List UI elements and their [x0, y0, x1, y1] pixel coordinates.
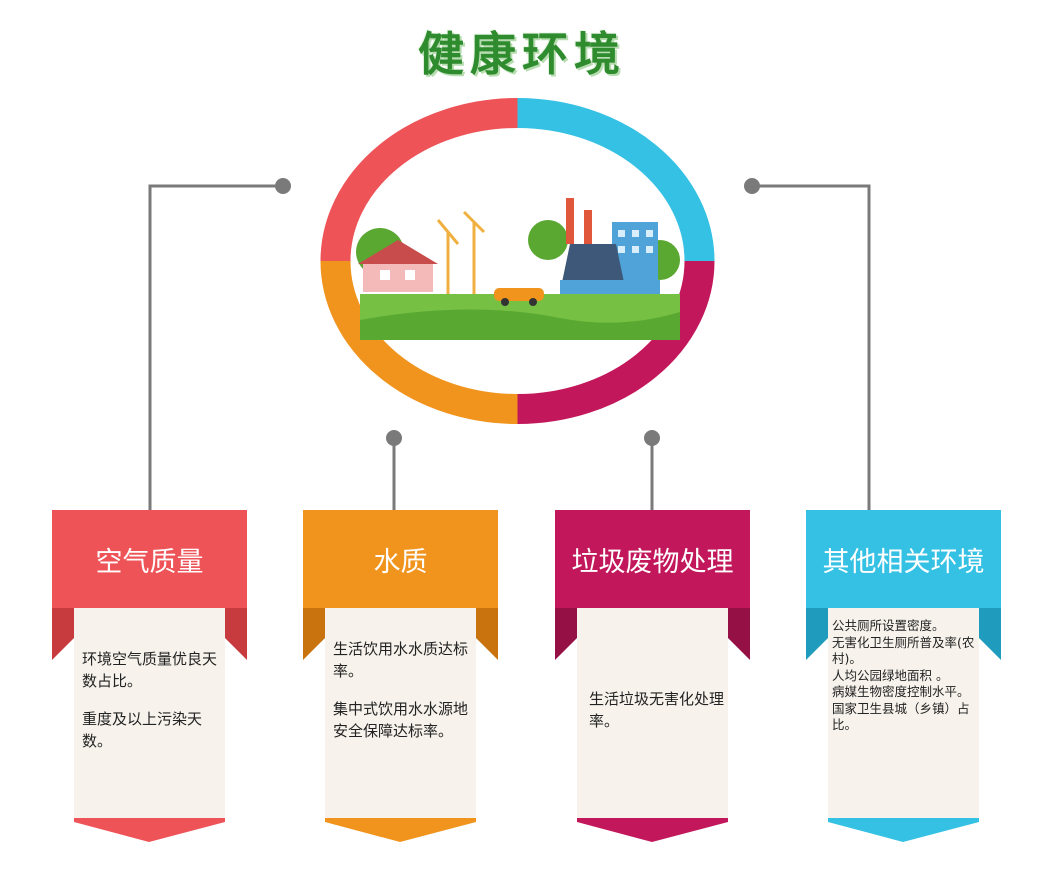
connector-dots	[275, 178, 760, 446]
card-line: 人均公园绿地面积 。	[832, 667, 949, 683]
ring-crimson	[517, 260, 715, 424]
card-line: 环境空气质量优良天数占比。	[82, 650, 218, 690]
card-air-quality: 空气质量 环境空气质量优良天数占比。 重度及以上污染天数。	[52, 510, 247, 844]
card-line: 重度及以上污染天数。	[82, 710, 203, 750]
card-line: 集中式饮用水水源地安全保障达标率。	[333, 700, 469, 740]
card-line: 无害化卫生厕所普及率(农村)。	[832, 634, 975, 667]
connector-lines	[148, 184, 871, 510]
ring-red	[320, 98, 518, 262]
connector-air	[148, 184, 283, 510]
card-body: 生活饮用水水质达标率。 集中式饮用水水源地安全保障达标率。	[333, 638, 473, 758]
card-heading: 其他相关环境	[822, 546, 985, 578]
card-panel	[325, 608, 476, 818]
ring	[320, 98, 715, 424]
card-line: 病媒生物密度控制水平。	[832, 684, 970, 699]
connector-other	[752, 184, 871, 510]
card-heading: 空气质量	[95, 546, 204, 578]
card-body: 环境空气质量优良天数占比。 重度及以上污染天数。	[82, 648, 222, 768]
card-panel	[74, 608, 225, 818]
card-body: 公共厕所设置密度。 无害化卫生厕所普及率(农村)。 人均公园绿地面积 。 病媒生…	[832, 618, 982, 734]
dot-water	[386, 430, 402, 446]
card-line: 国家卫生县城（乡镇）占比。	[832, 700, 970, 733]
card-body: 生活垃圾无害化处理率。	[589, 688, 724, 748]
card-panel	[828, 608, 979, 818]
dot-air	[275, 178, 291, 194]
ring-cyan	[517, 98, 715, 262]
card-waste-treatment: 垃圾废物处理 生活垃圾无害化处理率。	[555, 510, 750, 844]
card-heading: 垃圾废物处理	[571, 546, 734, 578]
card-water-quality: 水质 生活饮用水水质达标率。 集中式饮用水水源地安全保障达标率。	[303, 510, 498, 844]
page-title: 健康环境	[418, 27, 626, 81]
ring-orange	[320, 260, 518, 424]
dot-waste	[644, 430, 660, 446]
card-other-environment: 其他相关环境 公共厕所设置密度。 无害化卫生厕所普及率(农村)。 人均公园绿地面…	[806, 510, 1001, 844]
city-illustration	[356, 198, 680, 340]
card-heading: 水质	[373, 546, 428, 578]
card-line: 公共厕所设置密度。	[832, 618, 945, 633]
card-line: 生活饮用水水质达标率。	[333, 640, 469, 680]
dot-other	[744, 178, 760, 194]
card-line: 生活垃圾无害化处理率。	[589, 690, 725, 730]
card-panel	[577, 608, 728, 818]
